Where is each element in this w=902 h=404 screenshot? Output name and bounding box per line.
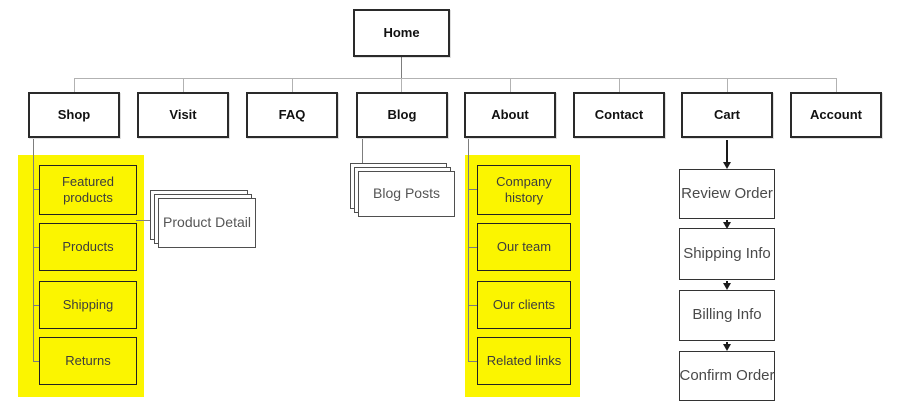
tree-connector-stub [401,78,402,92]
about-highlight [465,155,580,397]
node-cart[interactable]: Cart [681,92,773,138]
node-blog[interactable]: Blog [356,92,448,138]
tree-connector-stub [727,78,728,92]
arrowhead-down-icon [723,162,731,169]
node-shop[interactable]: Shop [28,92,120,138]
node-our-clients[interactable]: Our clients [477,281,571,329]
node-review-order[interactable]: Review Order [679,169,775,219]
node-featured-products[interactable]: Featured products [39,165,137,215]
about-branch-stub [468,189,477,190]
about-branch-stub [468,305,477,306]
node-product-detail[interactable]: Product Detail [158,198,256,248]
node-billing-info[interactable]: Billing Info [679,290,775,341]
node-shipping[interactable]: Shipping [39,281,137,329]
shop-branch-stub [33,361,40,362]
tree-connector-stub [619,78,620,92]
arrowhead-down-icon [723,344,731,351]
blog-branch-line [362,139,363,167]
node-visit[interactable]: Visit [137,92,229,138]
products-detail-link-line [136,220,158,221]
node-related-links[interactable]: Related links [477,337,571,385]
shop-branch-stub [33,189,40,190]
node-products[interactable]: Products [39,223,137,271]
arrowhead-down-icon [723,222,731,229]
shop-branch-stub [33,305,40,306]
tree-connector-stub [510,78,511,92]
about-branch-line [468,139,469,362]
about-branch-stub [468,361,477,362]
about-branch-stub [468,247,477,248]
node-contact[interactable]: Contact [573,92,665,138]
node-shipping-info[interactable]: Shipping Info [679,228,775,280]
home-drop-line [401,57,402,78]
tree-connector-stub [292,78,293,92]
tree-connector-stub [183,78,184,92]
node-faq[interactable]: FAQ [246,92,338,138]
arrowhead-down-icon [723,283,731,290]
node-blog-posts[interactable]: Blog Posts [358,171,455,217]
shop-branch-line [33,139,34,362]
node-company-history[interactable]: Company history [477,165,571,215]
node-home[interactable]: Home [353,9,450,57]
node-returns[interactable]: Returns [39,337,137,385]
cart-arrow-line [726,140,728,163]
node-about[interactable]: About [464,92,556,138]
node-confirm-order[interactable]: Confirm Order [679,351,775,401]
shop-branch-stub [33,247,40,248]
tree-connector-stub [74,78,75,92]
node-account[interactable]: Account [790,92,882,138]
node-our-team[interactable]: Our team [477,223,571,271]
tree-connector-horizontal [74,78,836,79]
tree-connector-stub [836,78,837,92]
